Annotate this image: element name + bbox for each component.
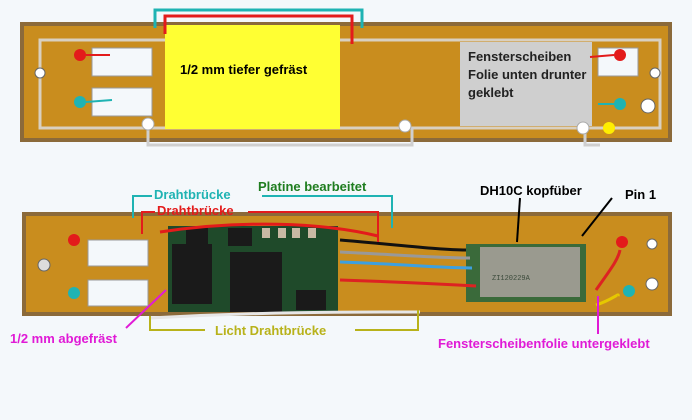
yellow-area [165, 25, 340, 129]
label-platine: Platine bearbeitet [258, 179, 367, 194]
grey-area [460, 42, 592, 126]
label-licht: Licht Drahtbrücke [215, 323, 327, 338]
top-board [20, 8, 672, 147]
decoder-print: ZI120229A [492, 275, 531, 283]
label-decoder: DH10C kopfüber [480, 183, 582, 198]
label-drahtbruecke-red: Drahtbrücke [157, 203, 234, 218]
grey-note-line: Fensterscheiben [468, 49, 572, 64]
grey-note-line: geklebt [468, 85, 514, 100]
label-pin1: Pin 1 [625, 187, 657, 202]
grey-note: Fensterscheiben Folie unten drunter gekl… [468, 48, 586, 102]
grey-note-line: Folie unten drunter [468, 67, 587, 82]
label-abgefraest: 1/2 mm abgefräst [10, 331, 117, 346]
label-folie: Fensterscheibenfolie untergeklebt [438, 336, 650, 351]
yellow-note: 1/2 mm tiefer gefräst [180, 62, 308, 77]
bottom-board: ZI120229A [22, 195, 672, 334]
label-drahtbruecke-cyan: Drahtbrücke [154, 187, 231, 202]
